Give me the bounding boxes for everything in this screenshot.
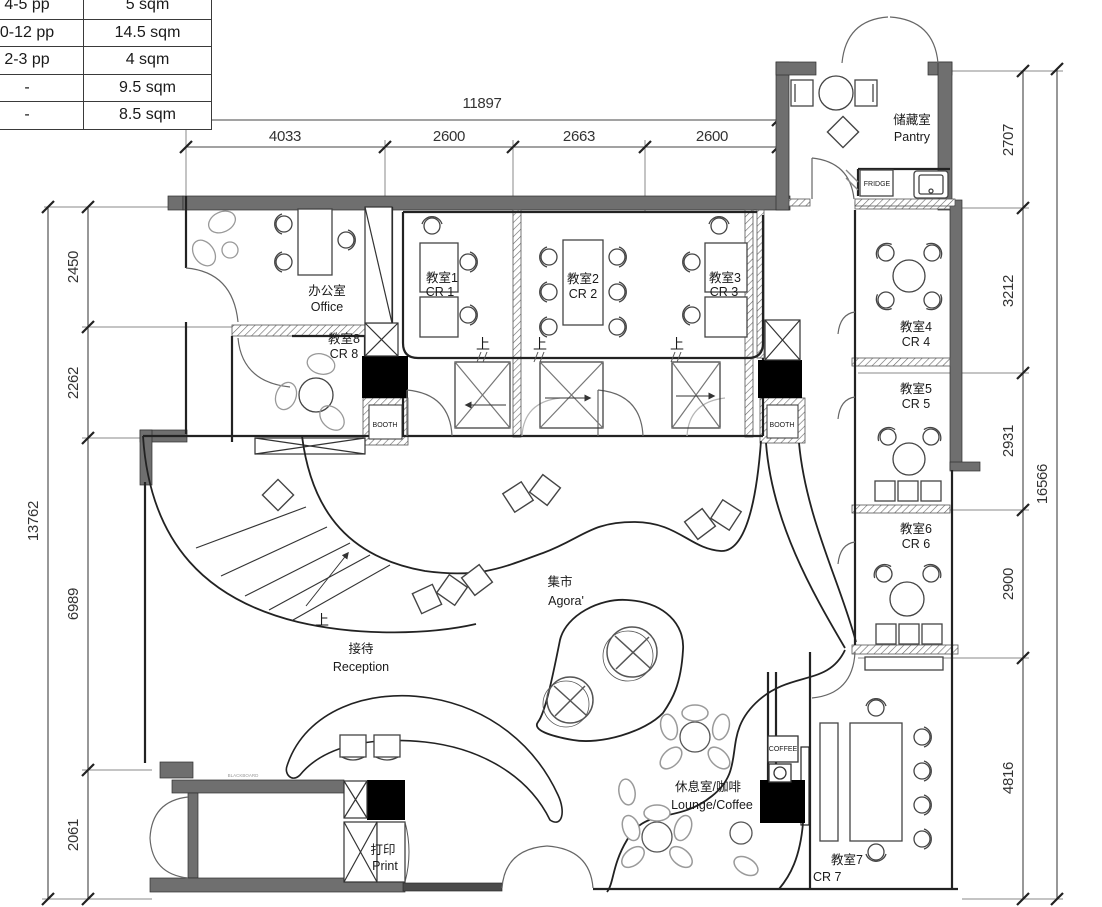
print-label-zh: 打印	[370, 843, 395, 857]
people-cell: 2-3 pp	[0, 46, 84, 75]
cr1-label-zh: 教室1	[426, 270, 458, 285]
doors	[149, 16, 939, 889]
cr1-label-en: CR 1	[426, 285, 455, 299]
dim-left-seg2: 2262	[65, 367, 82, 399]
area-cell: 5 sqm	[83, 0, 212, 20]
area-cell: 8.5 sqm	[83, 101, 212, 130]
cr4-label-zh: 教室4	[900, 319, 932, 334]
dim-top-seg2: 2600	[433, 128, 465, 145]
exterior-walls	[139, 61, 981, 893]
planter-teardrop	[535, 599, 684, 742]
dim-right-total: 16566	[1034, 464, 1051, 504]
table-row: 2-3 pp 4 sqm	[0, 46, 212, 75]
reception-label-en: Reception	[333, 660, 389, 674]
print-room	[376, 821, 406, 883]
blackboard-label: BLACKBOARD	[228, 773, 260, 778]
dim-right-seg5: 4816	[1000, 762, 1017, 794]
dim-left-seg1: 2450	[65, 251, 82, 283]
area-cell: 4 sqm	[83, 46, 212, 75]
fridge-label: FRIDGE	[864, 181, 891, 188]
cr5-label-en: CR 5	[902, 397, 931, 411]
dim-top-seg4: 2600	[696, 128, 728, 145]
corridor-curve-a	[765, 442, 846, 649]
people-cell: -	[0, 101, 84, 130]
extension-lines	[42, 70, 1063, 900]
dim-top-total: 11897	[462, 95, 501, 112]
dim-right-seg4: 2900	[1000, 568, 1017, 600]
booth-1-room	[368, 404, 403, 440]
dim-top-seg3: 2663	[563, 128, 595, 145]
cr2-label-en: CR 2	[569, 287, 598, 301]
bench-inner-curve	[301, 435, 762, 575]
furniture	[191, 75, 949, 881]
cr6-label-en: CR 6	[902, 537, 931, 551]
cr8-label-zh: 教室8	[328, 331, 360, 346]
table-row: 0-12 pp 14.5 sqm	[0, 18, 212, 47]
cr7-label-en: CR 7	[813, 870, 842, 884]
agora-label-zh: 集市	[547, 574, 572, 589]
office-label-zh: 办公室	[308, 283, 346, 298]
curved-stair	[195, 506, 391, 621]
cr4-label-en: CR 4	[902, 335, 931, 349]
dim-right-seg3: 2931	[1000, 425, 1017, 457]
lounge-right-curve	[778, 822, 804, 890]
area-legend-table: 4-5 pp 5 sqm 0-12 pp 14.5 sqm 2-3 pp 4 s…	[0, 0, 212, 130]
pantry-label-en: Pantry	[894, 130, 931, 144]
dim-left-total: 13762	[25, 501, 42, 541]
cr7-label-zh: 教室7	[831, 852, 863, 867]
dim-right-seg1: 2707	[1000, 124, 1017, 156]
pantry-label-zh: 储藏室	[893, 112, 931, 127]
cr3-label-zh: 教室3	[709, 270, 741, 285]
print-room-curve	[404, 821, 410, 883]
up-label-stair: 上	[315, 612, 329, 628]
dim-left-seg4: 2061	[65, 819, 82, 851]
up-label-cr3: 上	[670, 336, 684, 352]
booth-2-label: BOOTH	[770, 422, 795, 429]
print-label-en: Print	[372, 859, 398, 873]
cr3-label-en: CR 3	[710, 285, 739, 299]
stair-up-arrow	[305, 551, 349, 607]
people-cell: -	[0, 73, 84, 102]
lounge-label-zh: 休息室/咖啡	[675, 779, 741, 794]
area-cell: 9.5 sqm	[83, 73, 212, 102]
cr2-label-zh: 教室2	[567, 271, 599, 286]
bench-outer-curve	[142, 435, 477, 634]
agora-label-en: Agora'	[548, 594, 584, 608]
dim-left-seg3: 6989	[65, 588, 82, 620]
step-platforms	[454, 351, 721, 429]
coffee-label: COFFEE	[769, 746, 798, 753]
area-cell: 14.5 sqm	[83, 18, 212, 47]
corridor-curve-b	[798, 442, 857, 643]
table-row: - 9.5 sqm	[0, 73, 212, 102]
booth-2-room	[766, 404, 799, 439]
office-label-en: Office	[311, 300, 343, 314]
reception-desk-crescent	[285, 694, 563, 823]
people-cell: 0-12 pp	[0, 18, 84, 47]
dim-right-seg2: 3212	[1000, 275, 1017, 307]
cr5-label-zh: 教室5	[900, 381, 932, 396]
cr6-label-zh: 教室6	[900, 521, 932, 536]
table-row: 4-5 pp 5 sqm	[0, 0, 212, 20]
dim-top-seg1: 4033	[269, 128, 301, 145]
cr8-label-en: CR 8	[330, 347, 359, 361]
shafts	[254, 206, 801, 883]
lounge-boundary-curve	[606, 649, 846, 893]
reception-label-zh: 接待	[348, 641, 374, 656]
up-label-cr2: 上	[533, 336, 547, 352]
table-row: - 8.5 sqm	[0, 101, 212, 130]
up-label-cr1: 上	[476, 336, 490, 352]
curved-features	[142, 435, 857, 893]
booth-1-label: BOOTH	[373, 422, 398, 429]
lounge-label-en: Lounge/Coffee	[671, 798, 753, 812]
structural-columns	[362, 356, 805, 823]
people-cell: 4-5 pp	[0, 0, 84, 20]
